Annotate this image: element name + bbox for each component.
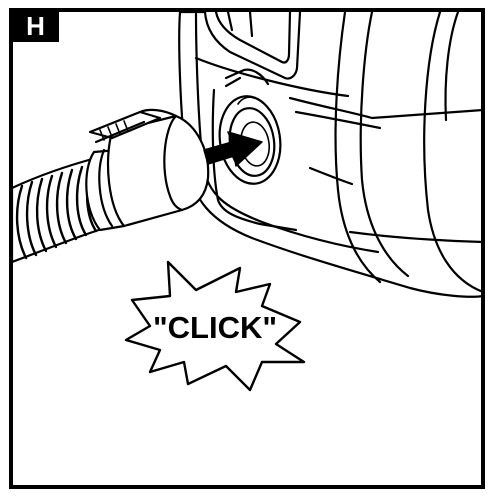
hose-socket xyxy=(218,95,282,185)
frame-border xyxy=(9,8,485,489)
hose-ribs xyxy=(15,162,98,260)
hose xyxy=(10,108,210,264)
click-label: "CLICK" xyxy=(153,310,277,345)
vacuum-body xyxy=(178,10,485,298)
arrow-right-icon xyxy=(203,131,263,167)
step-badge: H xyxy=(12,11,59,42)
speech-burst-icon xyxy=(124,260,306,392)
